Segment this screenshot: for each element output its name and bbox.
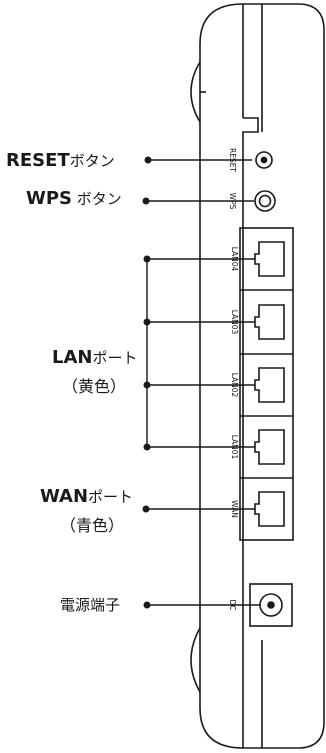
port-column	[239, 227, 294, 541]
lan-port-callout: LANポート	[52, 347, 137, 368]
dc-jack-inner	[267, 601, 275, 609]
reset-callout-suffix: ボタン	[69, 152, 115, 170]
wps-button-inner	[258, 194, 272, 208]
lan2-jack	[254, 367, 285, 403]
reset-callout-main: RESET	[6, 150, 70, 171]
wan-callout-suffix: ポート	[88, 488, 134, 506]
wps-button-outer	[254, 190, 276, 212]
wps-callout-suffix: ボタン	[72, 190, 122, 208]
wan-callout-color-note: （青色）	[60, 516, 125, 535]
lan4-jack	[254, 241, 285, 277]
reset-button-hole	[255, 151, 273, 169]
lan4-leader-dot	[143, 255, 151, 263]
lan-bracket-dot	[143, 381, 151, 389]
device-top-bump	[190, 61, 201, 123]
wan-port-callout: WANポート	[40, 486, 133, 507]
wan-jack	[254, 491, 285, 527]
lan3-leader-dot	[143, 318, 151, 326]
lan1-leader-dot	[143, 443, 151, 451]
lan-callout-color-note: （黄色）	[62, 377, 127, 396]
device-bottom-bump	[190, 627, 201, 693]
lan1-jack	[254, 429, 285, 465]
power-leader-dot	[143, 601, 151, 609]
wps-callout-main: WPS	[26, 188, 73, 209]
wps-button-callout: WPS ボタン	[26, 188, 122, 209]
wan-callout-main: WAN	[40, 486, 89, 507]
lan3-jack	[254, 304, 285, 340]
wps-leader-dot	[142, 197, 150, 205]
power-connector-callout: 電源端子	[60, 596, 121, 614]
reset-leader-dot	[144, 156, 152, 164]
reset-button-callout: RESETボタン	[6, 150, 115, 171]
lan-callout-suffix: ポート	[92, 349, 138, 367]
lan-callout-main: LAN	[52, 347, 93, 368]
reset-button-center	[260, 156, 268, 164]
wan-leader-dot	[142, 505, 150, 513]
panel-edge	[242, 4, 259, 748]
